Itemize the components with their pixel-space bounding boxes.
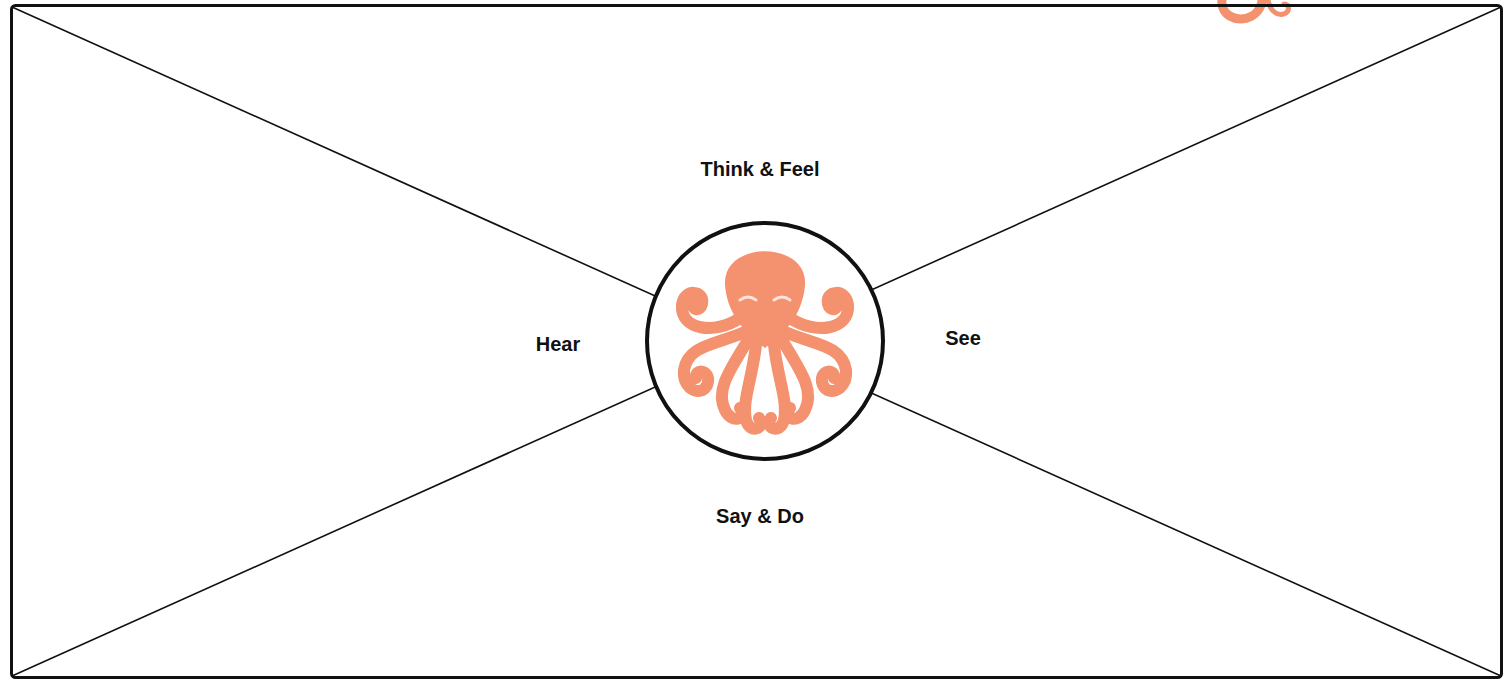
quadrant-slot: Hear [536,333,580,356]
quadrant-slot: See [945,327,981,350]
quadrant-slot: Say & Do [716,505,804,528]
octopus-head [725,251,805,348]
quadrant-label: See [945,327,981,349]
quadrant-label: Say & Do [716,505,804,527]
quadrant-label: Think & Feel [701,158,820,180]
quadrant-slot: Think & Feel [701,158,820,181]
octopus-fragment [1222,0,1262,19]
diagonal-line [12,7,1501,676]
center-circle [647,223,883,459]
octopus-eye [774,297,790,300]
diagonal-line [12,7,1501,676]
quadrant-label: Hear [536,333,580,355]
octopus-eye [740,297,756,300]
map-border [12,6,1502,678]
octopus-fragment [1268,0,1289,14]
